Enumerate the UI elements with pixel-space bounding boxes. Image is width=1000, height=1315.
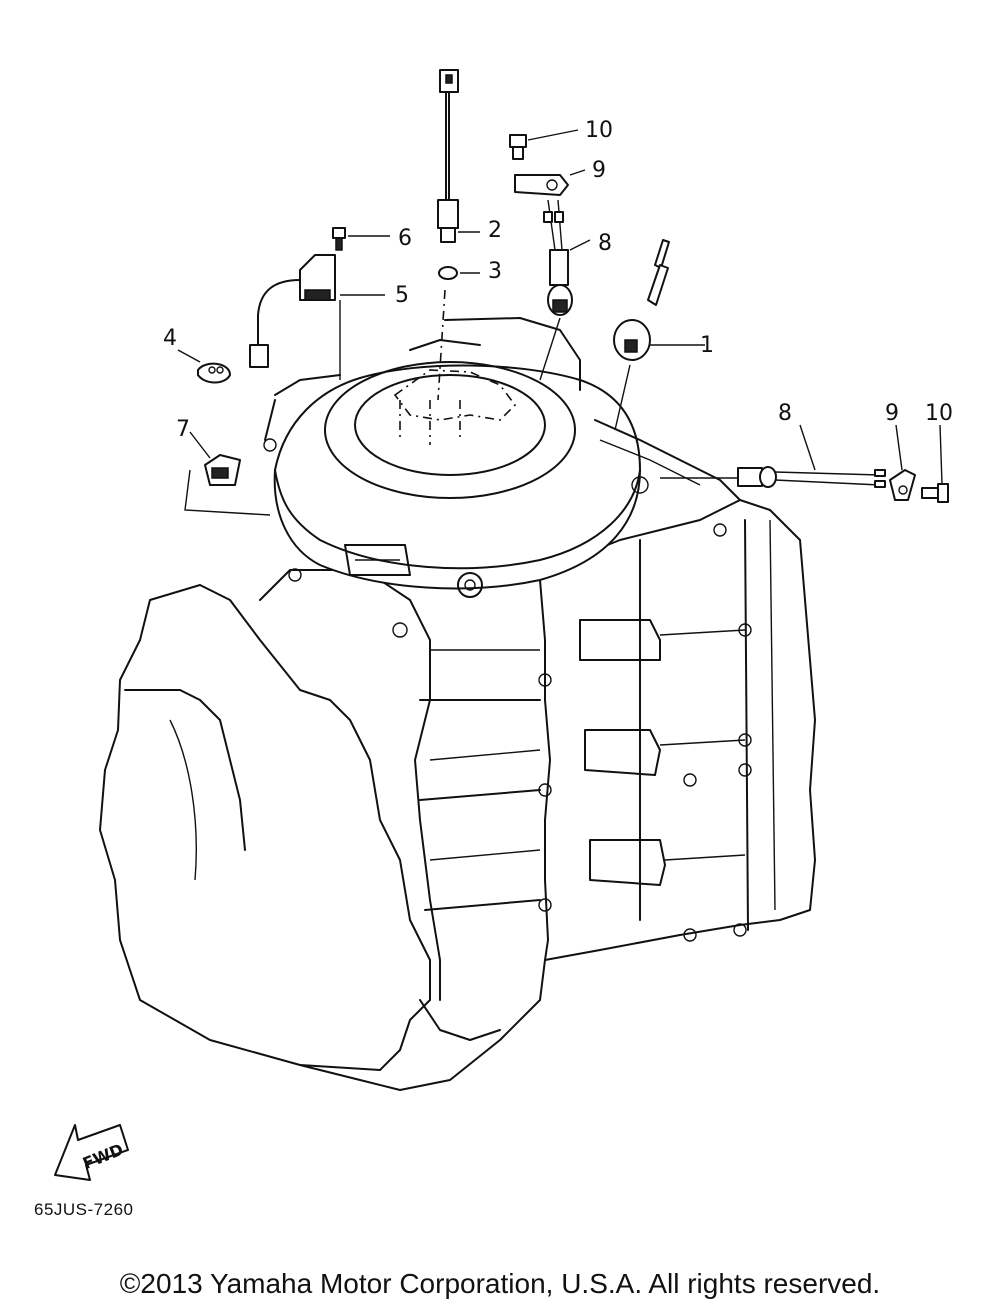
part-3-washer [437,266,480,401]
part-6-bolt [332,227,390,251]
fwd-label: FWD [80,1140,126,1173]
callout-3: 3 [488,259,502,284]
part-8-switch-right [660,424,886,488]
callouts: 1 2 3 4 5 6 7 8 8 9 9 10 10 [163,118,953,442]
callout-8-upper: 8 [598,231,612,256]
copyright-notice: ©2013 Yamaha Motor Corporation, U.S.A. A… [119,1268,881,1299]
part-10-bolt-right [921,424,949,503]
callout-10-right: 10 [925,401,953,426]
flywheel-cover [263,317,741,598]
callout-1: 1 [700,333,714,358]
callout-10-upper: 10 [585,118,613,143]
callout-7: 7 [176,417,190,442]
callout-8-right: 8 [778,401,792,426]
part-9-bracket-right [889,424,916,501]
fwd-arrow-icon: FWD [54,1124,129,1181]
part-1-sensor [613,239,705,431]
engine-block [99,499,816,1091]
diagram-code: 65JUS-7260 [34,1200,134,1219]
part-5-bracket [249,254,385,380]
callout-2: 2 [488,218,502,243]
callout-9-right: 9 [885,401,899,426]
part-7-connector [184,431,271,516]
part-2-sender [437,69,480,243]
part-9-bracket-upper [514,169,586,196]
callout-6: 6 [398,226,412,251]
part-10-bolt-upper [509,129,579,160]
part-8-switch-upper [539,199,591,381]
callout-9-upper: 9 [592,158,606,183]
callout-4: 4 [163,326,177,351]
part-4-clip [177,349,231,384]
callout-5: 5 [395,283,409,308]
